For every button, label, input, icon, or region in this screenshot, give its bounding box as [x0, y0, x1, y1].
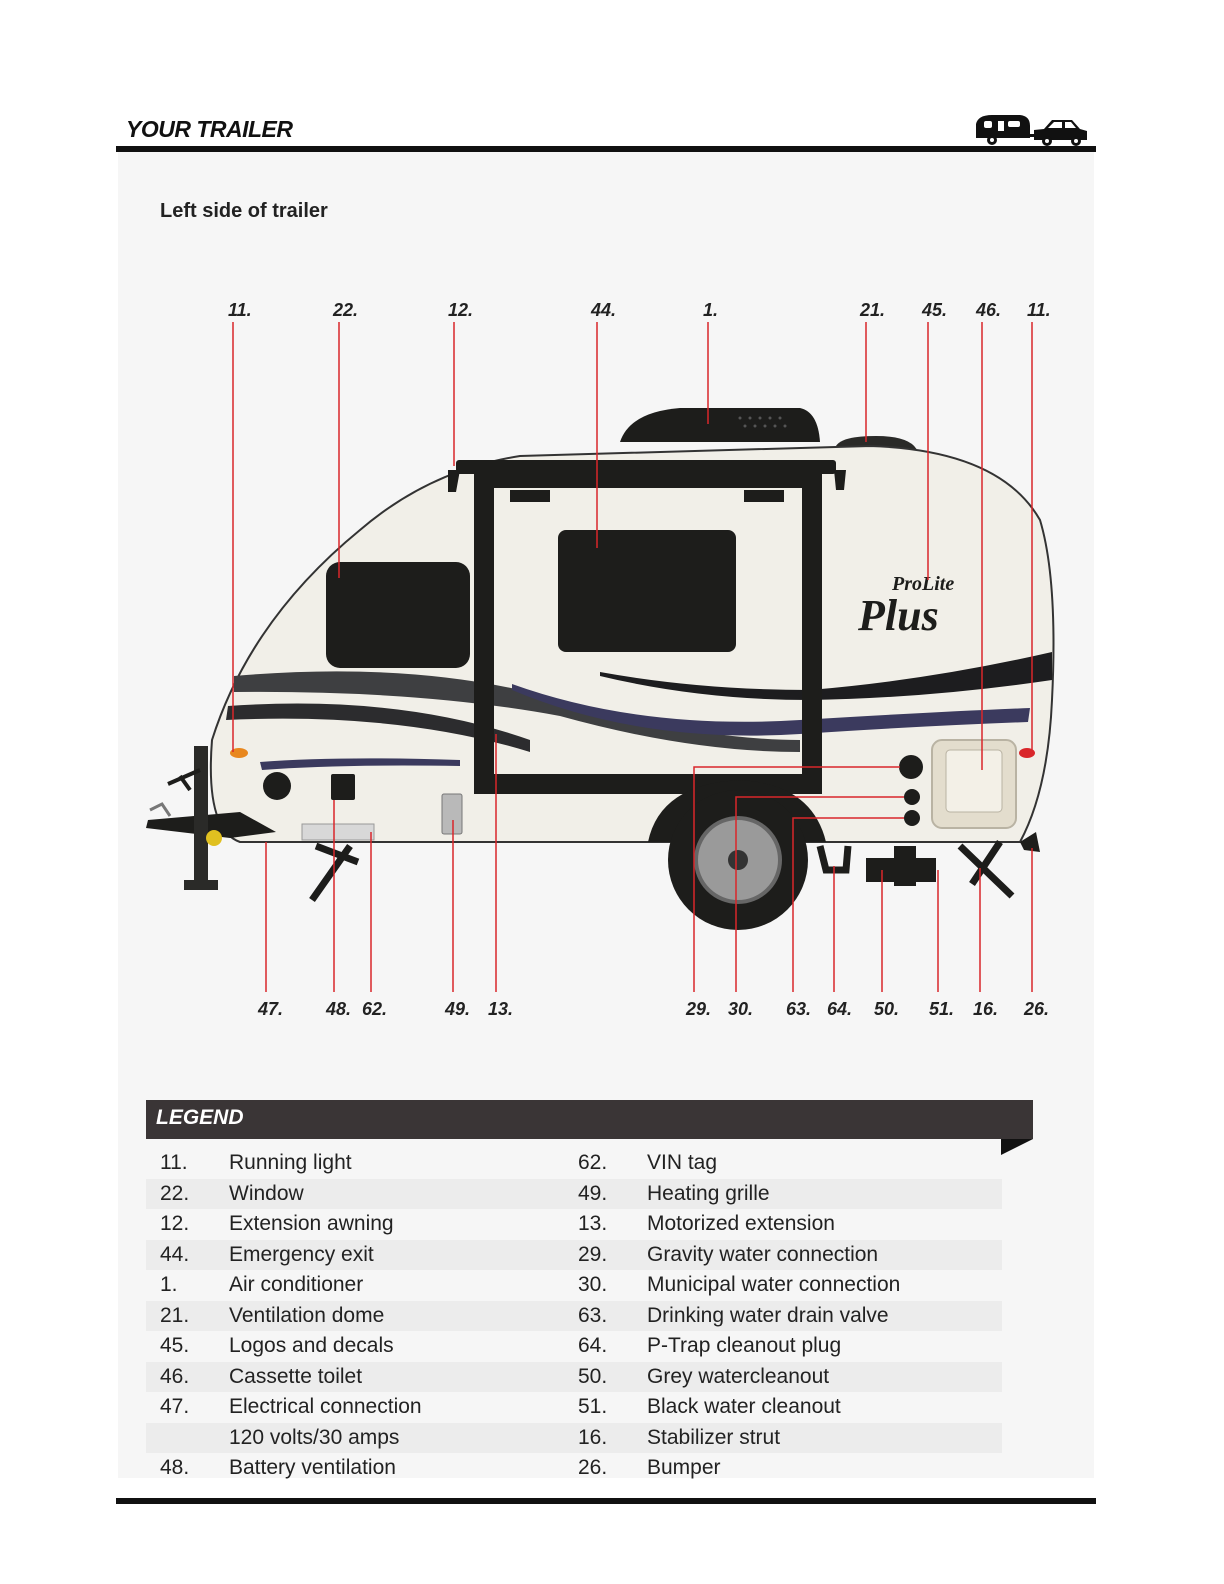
footer-rule [116, 1498, 1096, 1504]
callouts-bottom: 47. 48. 62. 49. 13. 29. 30. 63. 64. 50. … [257, 999, 1049, 1019]
callout-45: 45. [921, 300, 947, 320]
municipal-water-connection [904, 789, 920, 805]
heating-grille [442, 794, 462, 834]
legend-number: 62. [578, 1151, 607, 1175]
legend-label: P-Trap cleanout plug [647, 1334, 841, 1358]
callout-48: 48. [325, 999, 351, 1019]
callout-47: 47. [257, 999, 283, 1019]
callouts-top: 11. 22. 12. 44. 1. 21. 45. 46. 11. [228, 300, 1051, 320]
callout-26: 26. [1023, 999, 1049, 1019]
legend-row: 48. Battery ventilation 26. Bumper [146, 1453, 1002, 1484]
legend-row: 46. Cassette toilet 50. Grey watercleanout [146, 1362, 1002, 1393]
legend-number: 30. [578, 1273, 607, 1297]
legend-number: 1. [160, 1273, 178, 1297]
legend-number: 22. [160, 1182, 189, 1206]
legend-row: 45. Logos and decals 64. P-Trap cleanout pl… [146, 1331, 1002, 1362]
legend-label: Extension awning [229, 1212, 394, 1236]
legend-label: Running light [229, 1151, 352, 1175]
callout-63: 63. [786, 999, 811, 1019]
extension-awning [456, 460, 836, 474]
callout-1: 1. [703, 300, 718, 320]
legend-number: 64. [578, 1334, 607, 1358]
legend-label: Stabilizer strut [647, 1426, 780, 1450]
legend-label: Emergency exit [229, 1243, 374, 1267]
legend-label: Heating grille [647, 1182, 770, 1206]
legend-number: 26. [578, 1456, 607, 1480]
logo-plus: Plus [857, 591, 939, 640]
legend-label: Gravity water connection [647, 1243, 878, 1267]
legend-label: Electrical connection [229, 1395, 422, 1419]
legend-number: 29. [578, 1243, 607, 1267]
legend-number: 50. [578, 1365, 607, 1389]
gravity-water-connection [899, 755, 923, 779]
legend-row: 1. Air conditioner 30. Municipal water conn… [146, 1270, 1002, 1301]
callout-50: 50. [874, 999, 899, 1019]
legend-tab-corner [1001, 1139, 1033, 1155]
callout-12: 12. [448, 300, 473, 320]
callout-44: 44. [590, 300, 616, 320]
legend-label: Municipal water connection [647, 1273, 900, 1297]
callout-11-rear: 11. [1027, 300, 1051, 320]
legend-label: 120 volts/30 amps [229, 1426, 399, 1450]
legend-label: VIN tag [647, 1151, 717, 1175]
callout-62: 62. [362, 999, 387, 1019]
legend-number: 63. [578, 1304, 607, 1328]
legend-number: 48. [160, 1456, 189, 1480]
drain-valve [904, 810, 920, 826]
legend-label: Motorized extension [647, 1212, 835, 1236]
legend-number: 45. [160, 1334, 189, 1358]
callout-30: 30. [728, 999, 753, 1019]
electrical-connection [263, 772, 291, 800]
legend-number: 47. [160, 1395, 189, 1419]
callout-51: 51. [929, 999, 954, 1019]
legend-number: 49. [578, 1182, 607, 1206]
legend-label: Cassette toilet [229, 1365, 362, 1389]
legend-label: Bumper [647, 1456, 721, 1480]
legend-number: 44. [160, 1243, 189, 1267]
callout-22: 22. [332, 300, 358, 320]
callout-13: 13. [488, 999, 513, 1019]
legend-label: Black water cleanout [647, 1395, 841, 1419]
legend-number: 16. [578, 1426, 607, 1450]
legend-number: 12. [160, 1212, 189, 1236]
legend-label: Drinking water drain valve [647, 1304, 889, 1328]
legend-row: 12. Extension awning 13. Motorized extensio… [146, 1209, 1002, 1240]
legend-number: 11. [160, 1151, 188, 1175]
callout-11-front: 11. [228, 300, 252, 320]
callout-16: 16. [973, 999, 998, 1019]
legend-row: 21. Ventilation dome 63. Drinking water dra… [146, 1301, 1002, 1332]
callout-46: 46. [975, 300, 1001, 320]
callout-21: 21. [859, 300, 885, 320]
legend-row: 47. Electrical connection 51. Black water c… [146, 1392, 1002, 1423]
legend-label: Air conditioner [229, 1273, 363, 1297]
legend-row: 120 volts/30 amps 16. Stabilizer strut [146, 1423, 1002, 1454]
legend-label: Logos and decals [229, 1334, 394, 1358]
window [326, 562, 470, 668]
legend-label: Grey watercleanout [647, 1365, 829, 1389]
legend-header-bar [146, 1100, 1033, 1139]
legend-table: 11. Running light 62. VIN tag 22. Window 49. H… [146, 1148, 1002, 1484]
battery-ventilation [331, 774, 355, 800]
legend-label: Window [229, 1182, 304, 1206]
callout-29: 29. [685, 999, 711, 1019]
callout-64: 64. [827, 999, 852, 1019]
legend-label: Ventilation dome [229, 1304, 384, 1328]
vin-tag [302, 824, 374, 840]
emergency-exit [558, 530, 736, 652]
legend-row: 11. Running light 62. VIN tag [146, 1148, 1002, 1179]
callout-49: 49. [444, 999, 470, 1019]
legend-number: 51. [578, 1395, 607, 1419]
legend-row: 44. Emergency exit 29. Gravity water connec… [146, 1240, 1002, 1271]
legend-row: 22. Window 49. Heating grille [146, 1179, 1002, 1210]
legend-title: LEGEND [156, 1106, 244, 1130]
legend-label: Battery ventilation [229, 1456, 396, 1480]
air-conditioner [620, 408, 820, 442]
legend-number: 21. [160, 1304, 189, 1328]
legend-number: 13. [578, 1212, 607, 1236]
legend-number: 46. [160, 1365, 189, 1389]
